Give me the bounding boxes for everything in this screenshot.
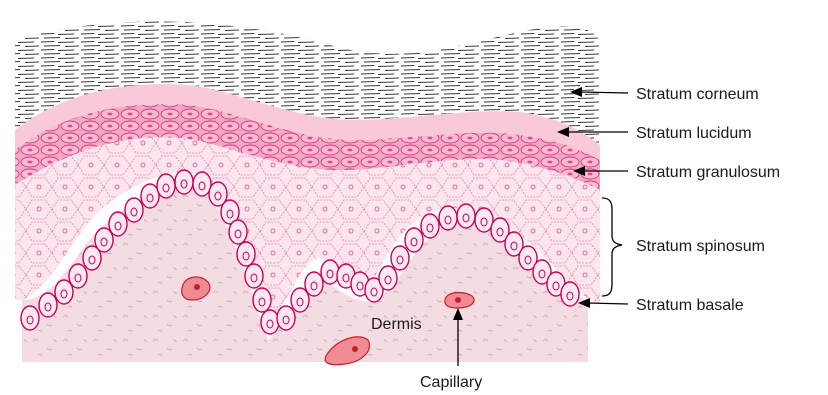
basale-cell bbox=[475, 208, 493, 232]
basale-cell bbox=[141, 184, 159, 208]
label-capillary: Capillary bbox=[420, 374, 482, 391]
label-stratum-corneum: Stratum corneum bbox=[636, 86, 759, 103]
basale-cell bbox=[379, 266, 397, 290]
basale-cell bbox=[245, 264, 263, 288]
basale-cell bbox=[253, 288, 271, 312]
basale-cell bbox=[229, 220, 247, 244]
basale-cell bbox=[405, 228, 423, 252]
basale-cell bbox=[561, 282, 579, 306]
capillary-right bbox=[445, 293, 474, 308]
basale-cell bbox=[69, 264, 87, 288]
basale-cell bbox=[321, 260, 339, 284]
basale-cell bbox=[421, 214, 439, 238]
basale-cell bbox=[261, 310, 279, 334]
label-stratum-lucidum: Stratum lucidum bbox=[636, 125, 752, 142]
label-dermis: Dermis bbox=[371, 316, 422, 333]
basale-cell bbox=[175, 170, 193, 194]
label-stratum-granulosum: Stratum granulosum bbox=[636, 164, 780, 181]
basale-cell bbox=[157, 174, 175, 198]
basale-cell bbox=[457, 204, 475, 228]
basale-cell bbox=[193, 172, 211, 196]
basale-cell bbox=[305, 272, 323, 296]
spinosum-bracket bbox=[602, 198, 622, 296]
label-stratum-spinosum: Stratum spinosum bbox=[636, 238, 765, 255]
basale-cell bbox=[109, 212, 127, 236]
basale-cell bbox=[39, 293, 57, 317]
basale-cell bbox=[21, 306, 39, 330]
basale-cell bbox=[237, 242, 255, 266]
basale-cell bbox=[391, 246, 409, 270]
basale-cell bbox=[125, 198, 143, 222]
label-stratum-basale: Stratum basale bbox=[636, 297, 744, 314]
basale-cell bbox=[439, 206, 457, 230]
basale-cell bbox=[277, 306, 295, 330]
